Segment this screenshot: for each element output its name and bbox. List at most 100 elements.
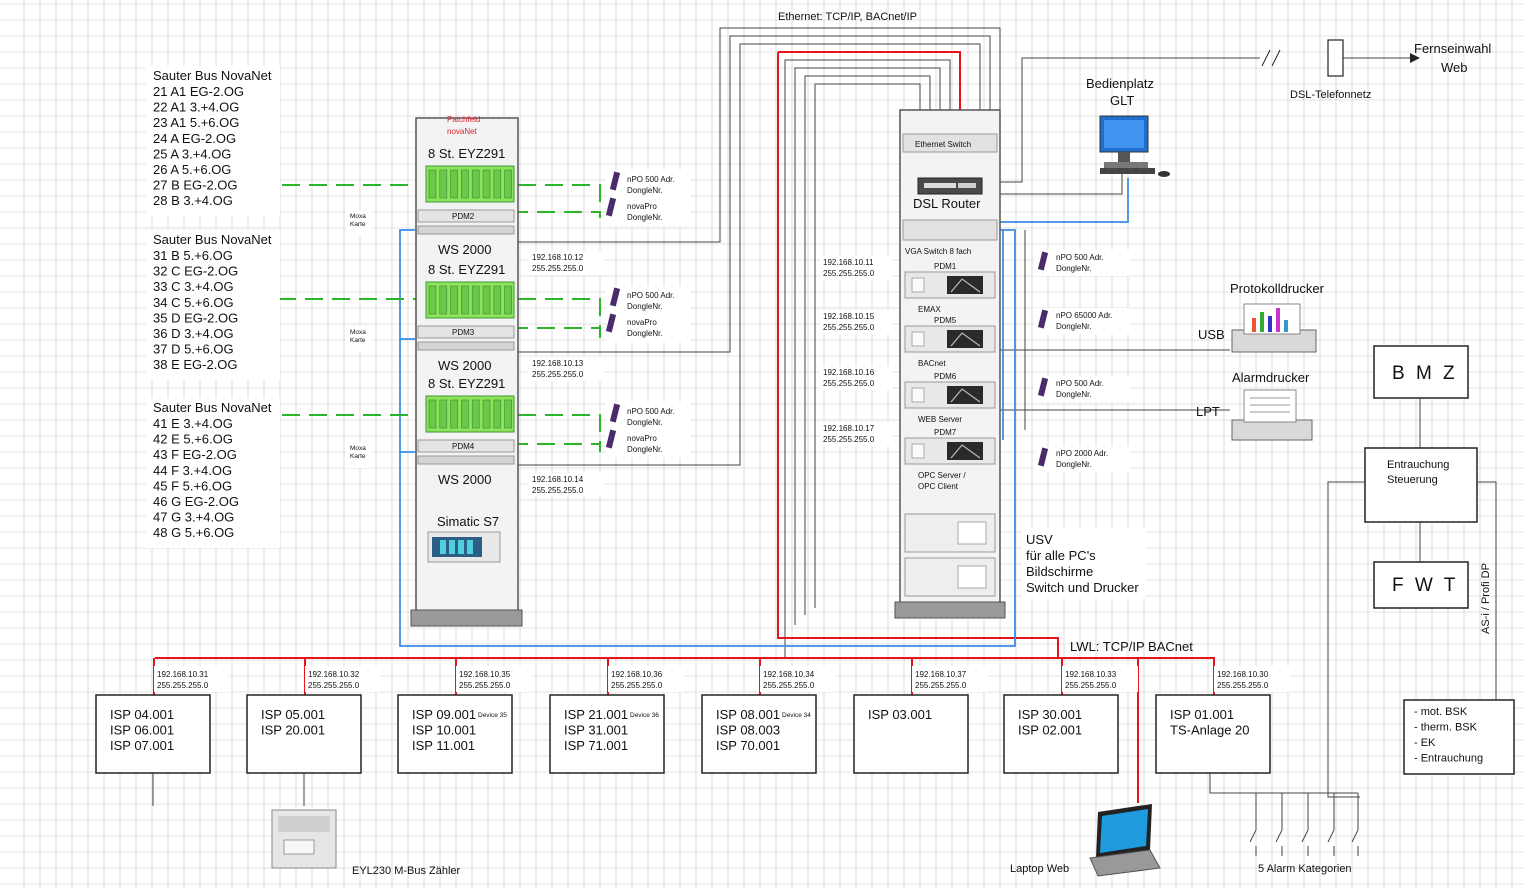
bus-line: 38 E EG-2.OG <box>153 357 238 372</box>
vga-switch-label: VGA Switch 8 fach <box>905 247 971 256</box>
isp-ip: 192.168.10.31 <box>157 670 209 679</box>
pdm-label: PDM4 <box>452 442 475 451</box>
bus-line: 22 A1 3.+4.OG <box>153 100 239 115</box>
server-screen <box>947 276 983 294</box>
bsk-list: - mot. BSK- therm. BSK- EK- Entrauchung <box>1414 706 1483 765</box>
right-rack-servers: PDM1EMAX192.168.10.11255.255.255.0PDM5BA… <box>820 256 996 491</box>
server-screen <box>947 386 983 404</box>
isp-ip: 192.168.10.34 <box>763 670 815 679</box>
dongle-icon <box>605 197 617 217</box>
isp-line: ISP 03.001 <box>868 707 932 722</box>
dongle-icon <box>1037 447 1049 467</box>
fwt-box <box>1373 561 1469 609</box>
eyz-label: 8 St. EYZ291 <box>428 146 505 161</box>
ip-address: 192.168.10.13 <box>532 359 584 368</box>
printers: Protokolldrucker USB Alarmdrucker LPT <box>1196 281 1325 441</box>
dongle-icon <box>605 313 617 333</box>
subnet-mask: 255.255.255.0 <box>823 379 875 388</box>
bus-line: 27 B EG-2.OG <box>153 178 238 193</box>
dsl-network-label: DSL-Telefonnetz <box>1290 89 1371 101</box>
isp-line: ISP 05.001 <box>261 707 325 722</box>
laptop-label: Laptop Web <box>1010 863 1069 875</box>
bus-line: 23 A1 5.+6.OG <box>153 115 239 130</box>
dongle-b2: DongleNr. <box>627 213 663 222</box>
usv-line: für alle PC's <box>1026 548 1096 563</box>
dongle-icon <box>609 287 621 307</box>
workstation: Bedienplatz GLT <box>1086 76 1170 177</box>
isp-ip: 192.168.10.30 <box>1217 670 1269 679</box>
asi-label: AS-i / Profi DP <box>1480 563 1492 634</box>
bus-line: 26 A 5.+6.OG <box>153 162 231 177</box>
arrow-to-remote <box>1261 39 1420 77</box>
isp-mask: 255.255.255.0 <box>157 681 209 690</box>
bus-line: 35 D EG-2.OG <box>153 310 238 325</box>
dongle-icon <box>1037 251 1049 271</box>
isp-line: ISP 02.001 <box>1018 723 1082 738</box>
isp-mask: 255.255.255.0 <box>308 681 360 690</box>
dongle-b2: DongleNr. <box>627 329 663 338</box>
alarm-printer-icon <box>1231 419 1313 441</box>
dongle-l1: nPO 65000 Adr. <box>1056 311 1113 320</box>
ethernet-label: Ethernet: TCP/IP, BACnet/IP <box>778 11 917 23</box>
isp-line: ISP 70.001 <box>716 738 780 753</box>
laptop: Laptop Web <box>1010 804 1161 877</box>
alarm-contact-symbols <box>1249 829 1359 856</box>
ip-address: 192.168.10.11 <box>823 258 874 267</box>
bsk-item: - Entrauchung <box>1414 753 1483 765</box>
alarm-categories: 5 Alarm Kategorien <box>1249 829 1359 875</box>
isp-line: ISP 09.001 <box>412 707 476 722</box>
isp-ip: 192.168.10.32 <box>308 670 360 679</box>
workstation-label-2: GLT <box>1110 93 1134 108</box>
dongle-l2: DongleNr. <box>1056 264 1092 273</box>
bus-group-title: Sauter Bus NovaNet <box>153 232 272 247</box>
bus-line: 37 D 5.+6.OG <box>153 342 234 357</box>
isp-mask: 255.255.255.0 <box>459 681 511 690</box>
subnet-mask: 255.255.255.0 <box>823 323 875 332</box>
server-screen <box>947 442 983 460</box>
bus-line: 32 C EG-2.OG <box>153 264 238 279</box>
isp-device: Device 34 <box>782 712 811 719</box>
isp-device: Device 35 <box>478 712 507 719</box>
simatic-label: Simatic S7 <box>437 514 499 529</box>
dongle-b1: novaPro <box>627 434 657 443</box>
right-rack: Ethernet Switch DSL Router VGA Switch 8 … <box>894 109 1006 619</box>
bsk-item: - EK <box>1414 737 1436 749</box>
dongle-l1: nPO 2000 Adr. <box>1056 449 1108 458</box>
ip-address: 192.168.10.17 <box>823 424 875 433</box>
isp-ip: 192.168.10.35 <box>459 670 511 679</box>
bus-line: 47 G 3.+4.OG <box>153 510 234 525</box>
ip-address: 192.168.10.14 <box>532 475 584 484</box>
server-role: BACnet <box>918 359 946 368</box>
isp-mask: 255.255.255.0 <box>915 681 967 690</box>
isp-line: TS-Anlage 20 <box>1170 723 1250 738</box>
subnet-mask: 255.255.255.0 <box>823 435 875 444</box>
pdm-label: PDM7 <box>934 428 957 437</box>
eyz-label: 8 St. EYZ291 <box>428 376 505 391</box>
ip-address: 192.168.10.16 <box>823 368 875 377</box>
ethernet-switch-label: Ethernet Switch <box>915 140 971 149</box>
ip-address: 192.168.10.12 <box>532 253 584 262</box>
alarm-categories-label: 5 Alarm Kategorien <box>1258 863 1352 875</box>
moxa-label: Moxa <box>350 329 366 336</box>
isp-mask: 255.255.255.0 <box>763 681 815 690</box>
dongle: nPO 500 Adr.DongleNr. <box>1034 376 1130 402</box>
isp-device: Device 36 <box>630 712 659 719</box>
dongle: nPO 500 Adr.DongleNr. <box>1034 250 1130 276</box>
contact-symbol <box>1275 829 1283 856</box>
dongle-l2: DongleNr. <box>1056 390 1092 399</box>
